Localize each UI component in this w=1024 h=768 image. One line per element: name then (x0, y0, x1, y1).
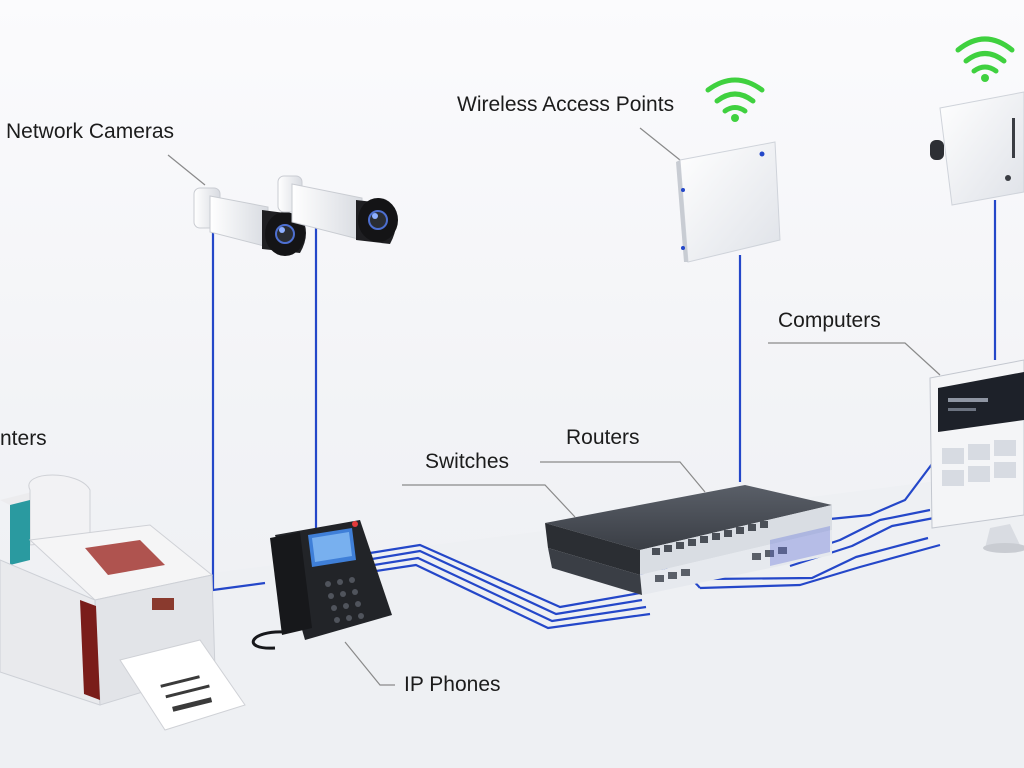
network-switch (545, 485, 832, 575)
ip-phone (251, 520, 392, 650)
label-printer (0, 474, 246, 731)
network-router (548, 526, 832, 595)
label-network-cameras: Network Cameras (6, 120, 175, 143)
label-ip-phones: IP Phones (404, 673, 501, 696)
label-printers: nters (0, 427, 47, 450)
wireless-access-point-right (930, 91, 1024, 206)
wifi-signal-icon-right (955, 36, 1015, 82)
leader-lines (167, 127, 941, 686)
label-switches: Switches (425, 450, 510, 473)
label-routers: Routers (566, 426, 640, 449)
label-wireless-access-points: Wireless Access Points (457, 93, 675, 116)
wireless-access-point-center (676, 141, 781, 263)
computer-monitor (929, 359, 1024, 553)
label-computers: Computers (778, 309, 881, 332)
wifi-signal-icon (705, 77, 765, 122)
network-camera-2 (277, 175, 398, 244)
